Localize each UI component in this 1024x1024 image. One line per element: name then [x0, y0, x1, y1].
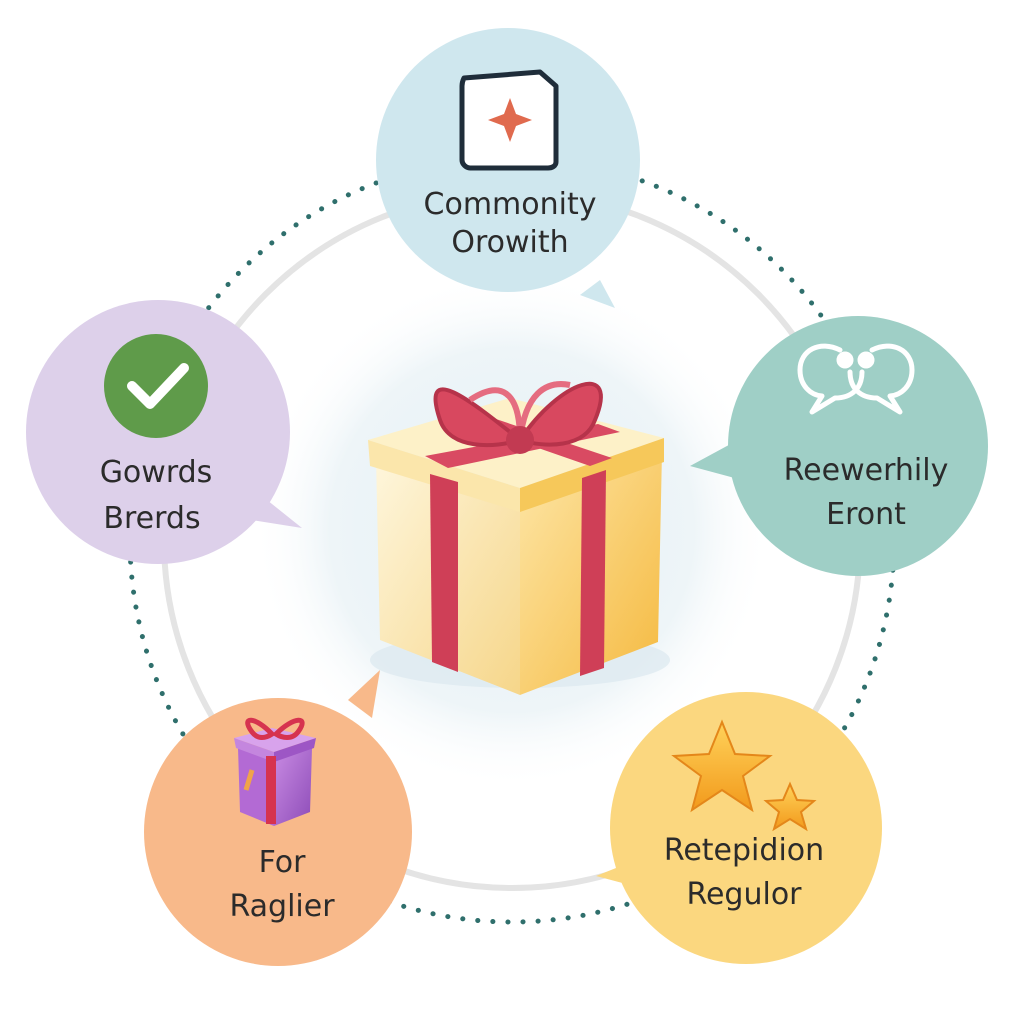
- node-bottom-left-label-1: For: [259, 845, 307, 880]
- node-left-label-2: Brerds: [103, 501, 200, 536]
- node-bottom-right-label-1: Retepidion: [664, 833, 824, 868]
- node-top-label-2: Orowith: [451, 225, 568, 260]
- node-bottom-left: For Raglier: [144, 670, 412, 966]
- node-left-label-1: Gowrds: [100, 455, 213, 490]
- small-gift-icon: [234, 717, 316, 826]
- stars-icon: [671, 719, 817, 832]
- document-sparkle-icon: [459, 69, 559, 171]
- checkmark-icon: [104, 334, 208, 438]
- node-right-label-1: Reewerhily: [784, 453, 949, 488]
- node-right: Reewerhily Eront: [690, 316, 988, 576]
- node-top-label-1: Commonity: [424, 187, 597, 222]
- node-left: Gowrds Brerds: [26, 300, 302, 564]
- node-top: Commonity Orowith: [376, 28, 640, 308]
- node-bottom-right: Retepidion Regulor: [596, 692, 882, 964]
- node-bottom-right-label-2: Regulor: [686, 877, 802, 912]
- node-right-label-2: Eront: [826, 497, 906, 532]
- chat-bubbles-icon: [797, 343, 915, 415]
- gift-box-icon: [368, 381, 670, 695]
- node-bottom-left-label-2: Raglier: [229, 889, 335, 924]
